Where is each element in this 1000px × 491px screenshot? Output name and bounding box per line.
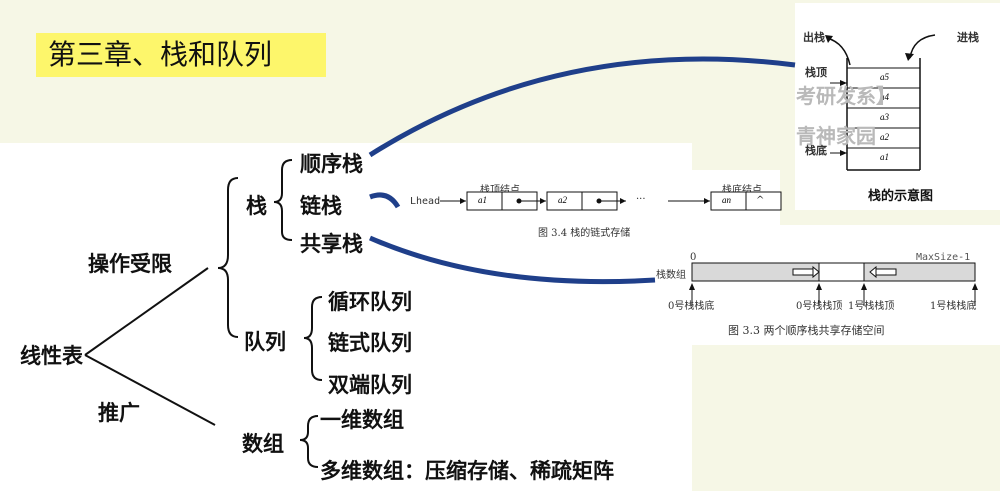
linked-stack-diagram bbox=[440, 191, 782, 211]
stack-cell-a1: a1 bbox=[880, 152, 889, 162]
pop-label: 出栈 bbox=[803, 31, 825, 44]
stack-node: 栈 bbox=[246, 194, 267, 218]
bottom0-label: 0号栈栈底 bbox=[668, 301, 715, 312]
queue-item-linked: 链式队列 bbox=[328, 331, 412, 355]
top-node-label: 栈顶结点 bbox=[480, 185, 520, 196]
max-size-label: MaxSize-1 bbox=[916, 252, 971, 263]
shared-stack-diagram bbox=[689, 262, 978, 306]
null-symbol: ^ bbox=[756, 195, 765, 206]
stack-item-linked: 链栈 bbox=[300, 194, 342, 218]
watermark-line2: 青神家园 bbox=[796, 124, 876, 148]
branch-upper-label: 操作受限 bbox=[88, 252, 172, 276]
lhead-label: Lhead bbox=[410, 196, 441, 207]
bottom-label: 栈底 bbox=[805, 144, 827, 157]
branch-lower-label: 推广 bbox=[98, 401, 140, 425]
bottom-node-label: 栈底结点 bbox=[722, 185, 762, 196]
node-an: an bbox=[722, 195, 731, 205]
stack-item-sequential: 顺序栈 bbox=[300, 152, 363, 176]
queue-item-circular: 循环队列 bbox=[328, 290, 412, 314]
stack-item-shared: 共享栈 bbox=[300, 232, 363, 256]
stack-figure-caption: 栈的示意图 bbox=[868, 189, 934, 204]
top1-label: 1号栈栈顶 bbox=[848, 301, 895, 312]
shared-stack-panel bbox=[648, 225, 1000, 345]
queue-node: 队列 bbox=[244, 330, 286, 354]
array-node: 数组 bbox=[242, 432, 284, 456]
linked-stack-caption: 图 3.4 栈的链式存储 bbox=[538, 228, 631, 239]
page-title: 第三章、栈和队列 bbox=[36, 33, 326, 77]
bottom1-label: 1号栈栈底 bbox=[930, 301, 977, 312]
stack-cell-a5: a5 bbox=[880, 72, 889, 82]
tree-root: 线性表 bbox=[20, 344, 83, 368]
node-a2: a2 bbox=[558, 195, 567, 205]
node-ellipsis: ··· bbox=[636, 194, 646, 205]
node-a1: a1 bbox=[478, 195, 487, 205]
array-item-md: 多维数组：压缩存储、稀疏矩阵 bbox=[320, 459, 614, 483]
stack-cell-a3: a3 bbox=[880, 112, 889, 122]
watermark-line1: 考研发系】 bbox=[796, 84, 896, 108]
push-label: 进栈 bbox=[957, 31, 979, 44]
shared-stack-caption: 图 3.3 两个顺序栈共享存储空间 bbox=[728, 324, 885, 337]
start-index: 0 bbox=[690, 252, 697, 263]
queue-item-deque: 双端队列 bbox=[328, 373, 412, 397]
top0-label: 0号栈栈顶 bbox=[796, 301, 843, 312]
array-item-1d: 一维数组 bbox=[320, 408, 404, 432]
array-label: 栈数组 bbox=[656, 270, 686, 281]
top-label: 栈顶 bbox=[805, 66, 827, 79]
stack-cell-a4: a4 bbox=[880, 92, 889, 102]
stack-cell-a2: a2 bbox=[880, 132, 889, 142]
stack-figure-arrows bbox=[825, 34, 936, 171]
